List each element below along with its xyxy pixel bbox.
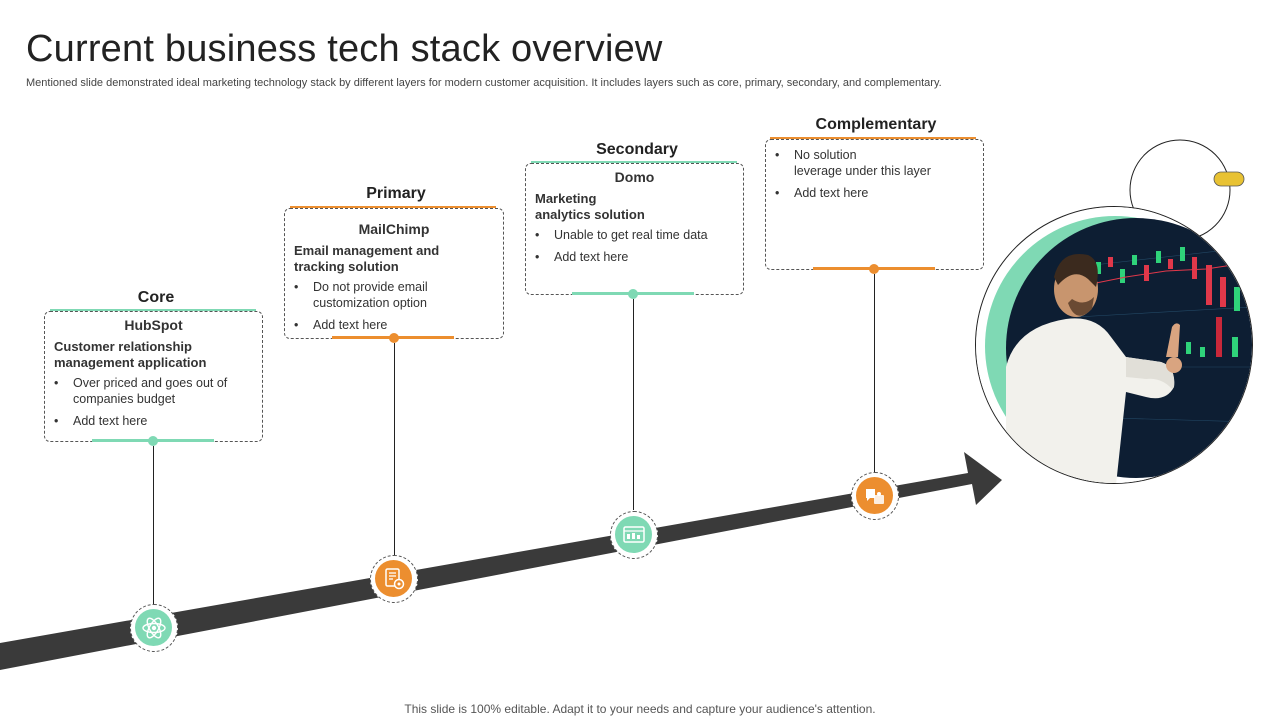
product-name: HubSpot <box>124 317 183 333</box>
connector-line <box>394 343 395 555</box>
connector-dot <box>628 289 638 299</box>
page-subtitle: Mentioned slide demonstrated ideal marke… <box>26 77 942 89</box>
growth-arrow <box>0 452 1002 670</box>
trader-photo-illustration <box>976 207 1252 483</box>
atom-icon <box>141 617 166 638</box>
product-description: Marketing analytics solution <box>535 191 645 222</box>
decor-pill <box>1213 171 1245 187</box>
stage-icon-core <box>130 604 178 652</box>
stage-label-core: Core <box>137 289 175 306</box>
stage-label-primary: Primary <box>366 185 426 202</box>
page-title: Current business tech stack overview <box>26 28 663 70</box>
puzzle-chat-icon <box>865 488 884 504</box>
product-name: Domo <box>614 169 655 185</box>
stage-card-primary: MailChimp Email management and tracking … <box>284 208 504 339</box>
list-item: Add text here <box>54 413 262 429</box>
hero-photo <box>975 206 1253 484</box>
stage-label-complementary: Complementary <box>815 116 937 133</box>
product-description: Customer relationship management applica… <box>54 339 207 370</box>
list-item: Add text here <box>775 185 983 201</box>
stage-card-core: HubSpot Customer relationship management… <box>44 311 263 442</box>
page-footer: This slide is 100% editable. Adapt it to… <box>404 702 876 716</box>
stage-label-secondary: Secondary <box>596 141 678 158</box>
stage-icon-primary <box>370 555 418 603</box>
connector-dot <box>389 333 399 343</box>
list-item: Add text here <box>294 317 503 333</box>
connector-line <box>874 274 875 472</box>
connector-dot <box>148 436 158 446</box>
document-gear-icon <box>384 567 404 589</box>
connector-dot <box>869 264 879 274</box>
dashboard-icon <box>622 525 645 543</box>
stage-icon-complementary <box>851 472 899 520</box>
stage-icon-secondary <box>610 511 658 559</box>
bullet-list: Unable to get real time data Add text he… <box>526 227 743 265</box>
product-name: MailChimp <box>358 221 430 237</box>
product-description: Email management and tracking solution <box>294 243 440 274</box>
list-item: Add text here <box>535 249 743 265</box>
list-item: Unable to get real time data <box>535 227 743 243</box>
connector-line <box>633 299 634 510</box>
stage-card-secondary: Domo Marketing analytics solution Unable… <box>525 163 744 295</box>
connector-line <box>153 446 154 604</box>
